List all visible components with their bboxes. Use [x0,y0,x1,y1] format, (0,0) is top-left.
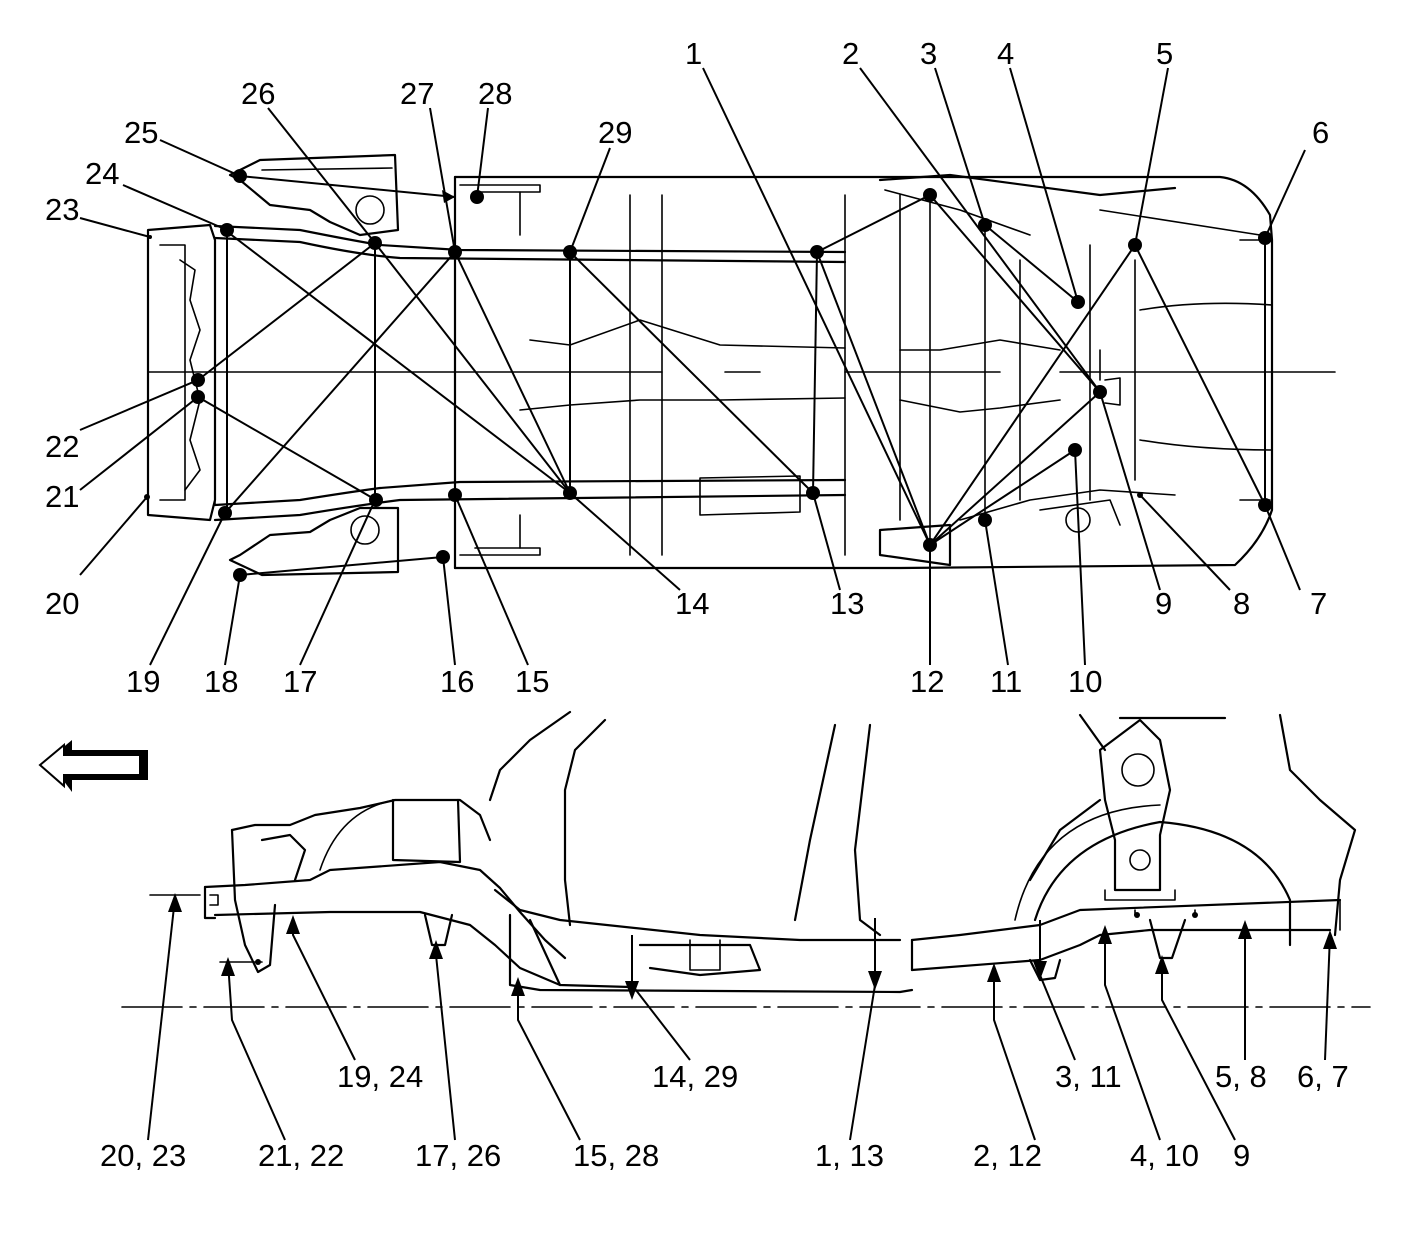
label-15: 15 [515,664,549,699]
label-11: 11 [990,664,1022,699]
side-label-17-26: 17, 26 [415,1138,501,1173]
point-4 [1071,295,1085,309]
label-10: 10 [1068,664,1102,699]
point-3 [978,218,992,232]
point-6 [1258,231,1272,245]
label-16: 16 [440,664,474,699]
point-9 [1093,385,1107,399]
label-6: 6 [1312,115,1329,150]
point-2 [923,188,937,202]
point-23 [148,235,152,239]
label-27: 27 [400,76,434,111]
point-7 [1258,498,1272,512]
point-15 [448,488,462,502]
side-view-labels: 20, 23 21, 22 19, 24 17, 26 15, 28 14, 2… [100,1059,1349,1173]
point-25 [233,169,247,183]
side-label-1-13: 1, 13 [815,1138,884,1173]
point-29 [563,245,577,259]
label-28: 28 [478,76,512,111]
side-label-9: 9 [1233,1138,1250,1173]
plan-view-labels: 1 2 3 4 5 6 7 8 9 10 11 12 13 14 15 16 1… [45,36,1329,699]
measurement-lines [197,175,1266,576]
point-1 [810,245,824,259]
point-20 [144,494,150,500]
side-label-6-7: 6, 7 [1297,1059,1349,1094]
point-21 [191,390,205,404]
leader-lines [79,67,1306,666]
measurement-points [144,169,1272,582]
point-28 [470,190,484,204]
label-25: 25 [124,115,158,150]
point-27 [448,245,462,259]
side-view-leaders [147,893,1337,1141]
plan-view [146,153,1336,577]
label-29: 29 [598,115,632,150]
point-17 [369,493,383,507]
point-8 [1137,492,1143,498]
point-22 [191,373,205,387]
side-label-5-8: 5, 8 [1215,1059,1267,1094]
point-24 [220,223,234,237]
side-view [121,710,1371,1008]
side-label-20-23: 20, 23 [100,1138,186,1173]
point-13 [806,486,820,500]
point-10 [1068,443,1082,457]
label-8: 8 [1233,586,1250,621]
side-label-2-12: 2, 12 [973,1138,1042,1173]
point-26 [368,236,382,250]
label-20: 20 [45,586,79,621]
label-3: 3 [920,36,937,71]
label-14: 14 [675,586,709,621]
label-12: 12 [910,664,944,699]
point-11 [978,513,992,527]
point-14 [563,486,577,500]
point-5 [1128,238,1142,252]
point-18 [233,568,247,582]
label-24: 24 [85,156,119,191]
point-12 [923,538,937,552]
label-1: 1 [685,36,702,71]
label-13: 13 [830,586,864,621]
label-22: 22 [45,429,79,464]
label-9: 9 [1155,586,1172,621]
side-label-3-11: 3, 11 [1055,1059,1122,1094]
side-label-4-10: 4, 10 [1130,1138,1199,1173]
side-label-15-28: 15, 28 [573,1138,659,1173]
label-17: 17 [283,664,317,699]
label-7: 7 [1310,586,1327,621]
side-label-21-22: 21, 22 [258,1138,344,1173]
label-5: 5 [1156,36,1173,71]
front-arrow-icon [38,740,148,792]
point-16 [436,550,450,564]
label-18: 18 [204,664,238,699]
label-23: 23 [45,192,79,227]
side-label-14-29: 14, 29 [652,1059,738,1094]
side-label-19-24: 19, 24 [337,1059,423,1094]
point-19 [218,506,232,520]
label-21: 21 [45,479,79,514]
label-26: 26 [241,76,275,111]
label-4: 4 [997,36,1014,71]
label-2: 2 [842,36,859,71]
label-19: 19 [126,664,160,699]
